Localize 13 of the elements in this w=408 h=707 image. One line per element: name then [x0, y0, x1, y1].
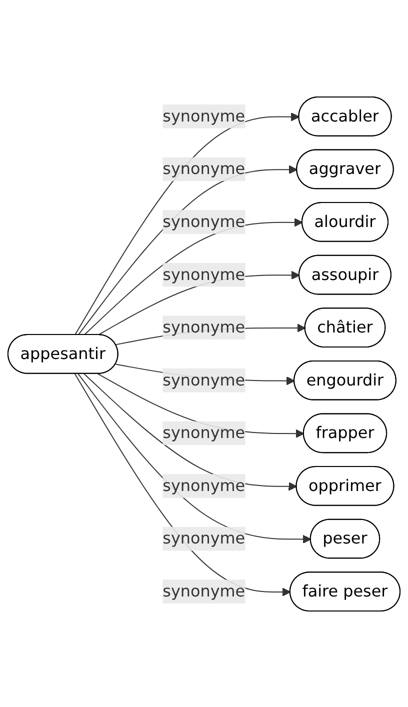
- edge-label: synonyme: [162, 317, 246, 336]
- edge-label: synonyme: [162, 422, 246, 442]
- edge-label: synonyme: [162, 581, 246, 600]
- arrow: [84, 372, 298, 490]
- edge-label: synonyme: [162, 212, 246, 230]
- edge-label: synonyme: [162, 370, 246, 389]
- edge-label: synonyme: [162, 528, 246, 548]
- edge-label: synonyme: [162, 158, 246, 178]
- edge-label: synonyme: [162, 476, 246, 494]
- edge-label: synonyme: [162, 106, 246, 125]
- arrow: [74, 372, 291, 596]
- arrow: [78, 164, 298, 336]
- edge-label: synonyme: [162, 264, 246, 284]
